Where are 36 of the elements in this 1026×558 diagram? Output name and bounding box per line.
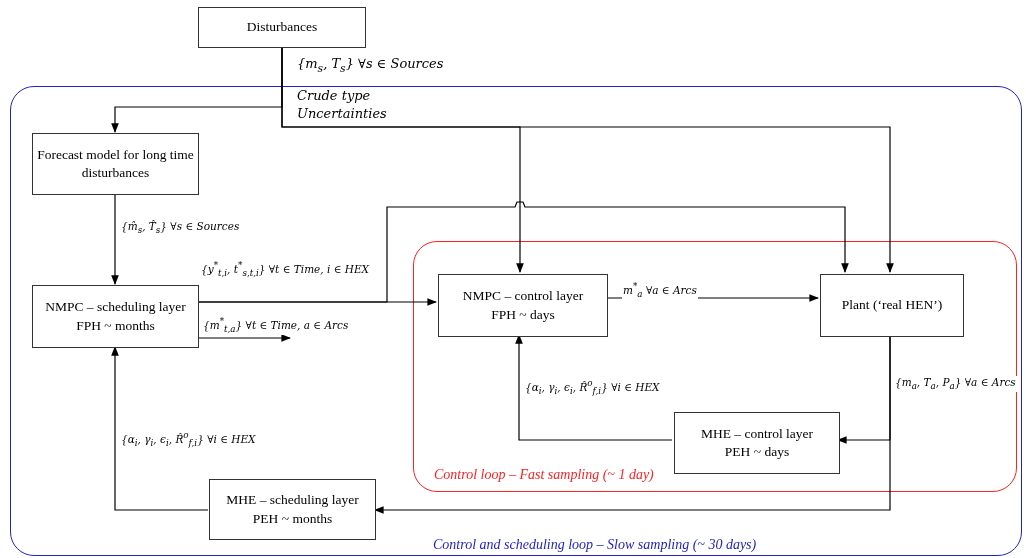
box-text: Plant (‘real HEN’): [841, 296, 943, 315]
arrow: [374, 334, 891, 514]
box-text: MHE – scheduling layer: [226, 491, 359, 510]
loop-caption: Control and scheduling loop – Slow sampling (~ 30 days): [433, 537, 757, 553]
box-text: NMPC – scheduling layer: [45, 298, 186, 317]
edge-label: m$^{*}$$_{a}$ ∀a ∈ Arcs: [622, 281, 698, 300]
edge-label: {y$^{*}$$_{t,i}$, t$^{*}$$_{s,t,i}$} ∀t ∈ Time, i ∈ HEX: [200, 260, 371, 279]
process-box: [209, 479, 376, 540]
arrow: [515, 334, 673, 441]
box-text: NMPC – control layer: [462, 287, 584, 306]
arrow: [111, 346, 209, 511]
loop-caption: Control loop – Fast sampling (~ 1 day): [434, 467, 654, 483]
edge-label: {α$_{i}$, γ$_{i}$, ϵ$_{i}$, R̂$^{o}$$_{f,i}$} ∀i ∈ HEX: [120, 430, 257, 449]
arrow: [281, 47, 894, 273]
process-box: [820, 274, 964, 337]
arrow: [197, 201, 849, 303]
process-box: [438, 274, 608, 337]
edge-label: {α$_{i}$, γ$_{i}$, ϵ$_{i}$, R̂$^{o}$$_{f,i}$} ∀i ∈ HEX: [524, 378, 661, 397]
annotation-text: Crude type: [296, 88, 372, 105]
arrow: [111, 193, 119, 285]
loop-region: [413, 241, 1017, 492]
box-text: Disturbances: [246, 18, 318, 37]
arrow: [197, 334, 291, 342]
box-text: PEH ~ months: [252, 509, 333, 528]
edge-label: {m$_{a}$, T$_{a}$, P$_{a}$} ∀a ∈ Arcs: [894, 376, 1017, 393]
edge-label: {m$^{*}$$_{t,a}$} ∀t ∈ Time, a ∈ Arcs: [202, 316, 350, 335]
box-text: FPH ~ months: [76, 316, 155, 335]
process-box: [198, 7, 366, 48]
box-text: Forecast model for long time disturbances: [36, 145, 195, 182]
process-box: [32, 285, 199, 348]
box-text: PEH ~ days: [724, 443, 790, 461]
box-text: MHE – control layer: [700, 424, 814, 443]
loop-region: [10, 86, 1022, 556]
box-text: FPH ~ days: [491, 305, 555, 324]
process-box: [674, 412, 840, 474]
process-box: [32, 133, 199, 195]
